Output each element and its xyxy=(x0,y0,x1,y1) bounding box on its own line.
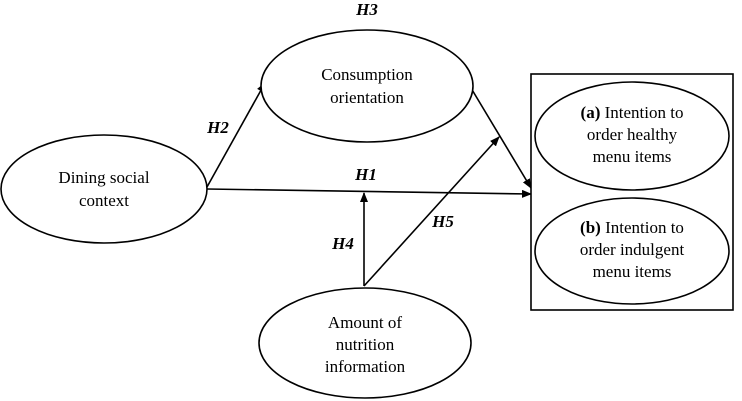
node-label-line: order indulgent xyxy=(580,240,685,259)
edge-h3 xyxy=(470,87,532,189)
node-label-line: order healthy xyxy=(587,125,678,144)
item-text: Intention to xyxy=(601,218,684,237)
hypothesis-label-h1: H1 xyxy=(354,165,377,184)
node-intention-indulgent: (b) Intention to order indulgent menu it… xyxy=(534,197,730,305)
item-tag: (b) xyxy=(580,218,601,237)
node-dining-social-context: Dining social context xyxy=(0,134,208,244)
item-text: Intention to xyxy=(600,103,683,122)
node-label-line: (b) Intention to xyxy=(580,218,684,237)
hypothesis-label-h2: H2 xyxy=(206,118,229,137)
node-nutrition-information: Amount of nutrition information xyxy=(258,287,472,399)
node-label-line: context xyxy=(79,191,129,210)
edge-h5 xyxy=(363,136,500,287)
edge-h1 xyxy=(206,188,532,198)
node-label-line: nutrition xyxy=(336,335,395,354)
node-consumption-orientation: Consumption orientation xyxy=(260,29,474,143)
hypothesis-label-h5: H5 xyxy=(431,212,454,231)
node-label-line: menu items xyxy=(593,262,672,281)
hypothesis-label-h4: H4 xyxy=(331,234,354,253)
hypothesis-label-h3: H3 xyxy=(355,0,378,19)
node-label-line: Consumption xyxy=(321,65,413,84)
node-label-line: information xyxy=(325,357,406,376)
node-label-line: (a) Intention to xyxy=(581,103,684,122)
edge-h2 xyxy=(206,82,266,188)
item-tag: (a) xyxy=(581,103,601,122)
node-label-line: menu items xyxy=(593,147,672,166)
node-intention-healthy: (a) Intention to order healthy menu item… xyxy=(534,81,730,191)
node-label-line: Dining social xyxy=(58,168,149,187)
node-label-line: Amount of xyxy=(328,313,402,332)
node-label-line: orientation xyxy=(330,88,404,107)
